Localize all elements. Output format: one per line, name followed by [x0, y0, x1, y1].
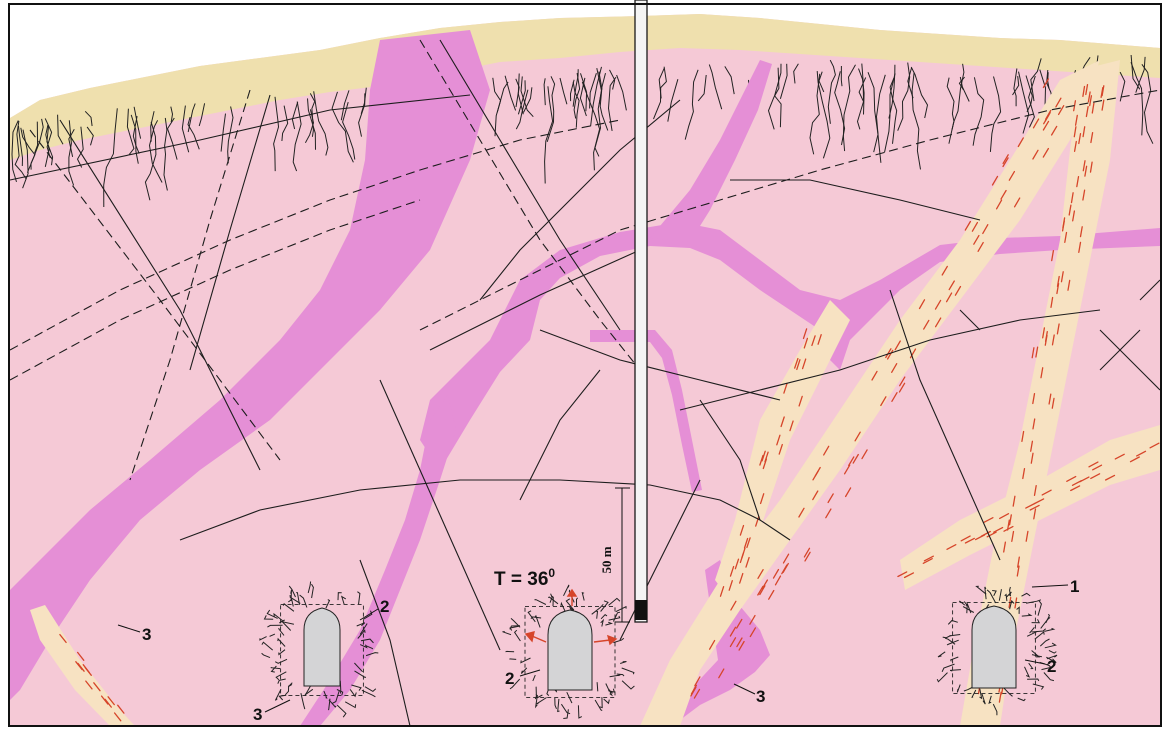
mine-shaft	[635, 0, 647, 622]
marker-2-label-right-tunnel: 2	[1047, 657, 1056, 676]
marker-3-label-right: 3	[756, 687, 765, 706]
fracture-crack	[597, 682, 598, 691]
marker-3-label-bottom: 3	[253, 705, 262, 724]
marker-2-label-center-tunnel: 2	[505, 669, 514, 688]
marker-2-label-left-tunnel: 2	[380, 597, 389, 616]
temperature-label: T = 360	[494, 566, 555, 590]
marker-3-label-left: 3	[142, 625, 151, 644]
depth-label: 50 m	[599, 546, 614, 573]
marker-1-label: 1	[1070, 577, 1079, 596]
